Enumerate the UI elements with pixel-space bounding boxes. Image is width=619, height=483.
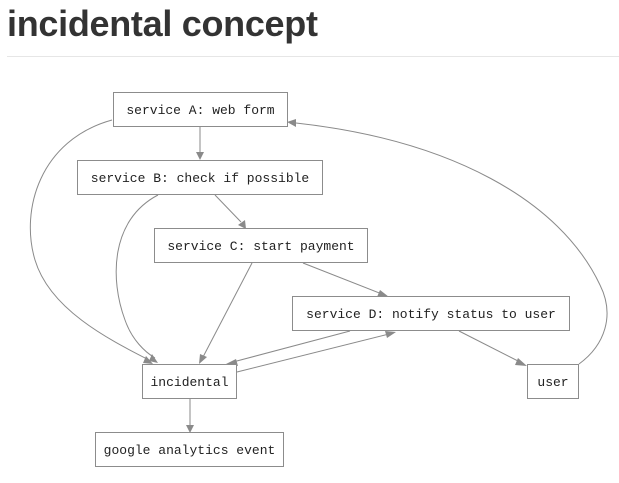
- node-label-user: user: [537, 375, 568, 390]
- arrowhead: [199, 354, 207, 364]
- node-user: user: [527, 364, 579, 399]
- node-label-service-c: service C: start payment: [167, 239, 354, 254]
- node-analytics: google analytics event: [95, 432, 284, 467]
- arrowhead: [149, 354, 158, 363]
- node-service-a: service A: web form: [113, 92, 288, 127]
- arrowhead: [238, 220, 246, 229]
- node-label-service-d: service D: notify status to user: [306, 307, 556, 322]
- edge-service-c-to-incidental: [202, 262, 253, 358]
- arrowhead: [287, 119, 296, 127]
- node-service-d: service D: notify status to user: [292, 296, 570, 331]
- edge-service-b-to-service-c: [214, 194, 242, 223]
- node-service-c: service C: start payment: [154, 228, 368, 263]
- page-title: incidental concept: [7, 3, 318, 44]
- node-service-b: service B: check if possible: [77, 160, 323, 195]
- edge-service-a-to-incidental: [29, 119, 150, 361]
- edge-service-d-to-user: [458, 330, 521, 363]
- arrowhead: [196, 152, 204, 160]
- node-label-analytics: google analytics event: [104, 443, 276, 458]
- node-label-incidental: incidental: [150, 375, 228, 390]
- title-divider: [7, 56, 619, 57]
- node-label-service-b: service B: check if possible: [91, 171, 309, 186]
- edge-service-c-to-service-d: [302, 262, 383, 295]
- arrowhead: [143, 356, 153, 364]
- arrowhead: [377, 290, 389, 297]
- node-label-service-a: service A: web form: [126, 103, 274, 118]
- diagram-edges: [29, 119, 608, 433]
- arrowhead: [186, 425, 194, 433]
- node-incidental: incidental: [142, 364, 237, 399]
- arrowhead: [385, 331, 396, 338]
- edge-service-d-to-incidental: [232, 330, 351, 363]
- edge-user-to-service-a: [295, 122, 608, 365]
- arrowhead: [515, 358, 527, 366]
- edge-service-b-to-incidental: [115, 194, 159, 359]
- edge-incidental-to-service-d: [236, 333, 390, 373]
